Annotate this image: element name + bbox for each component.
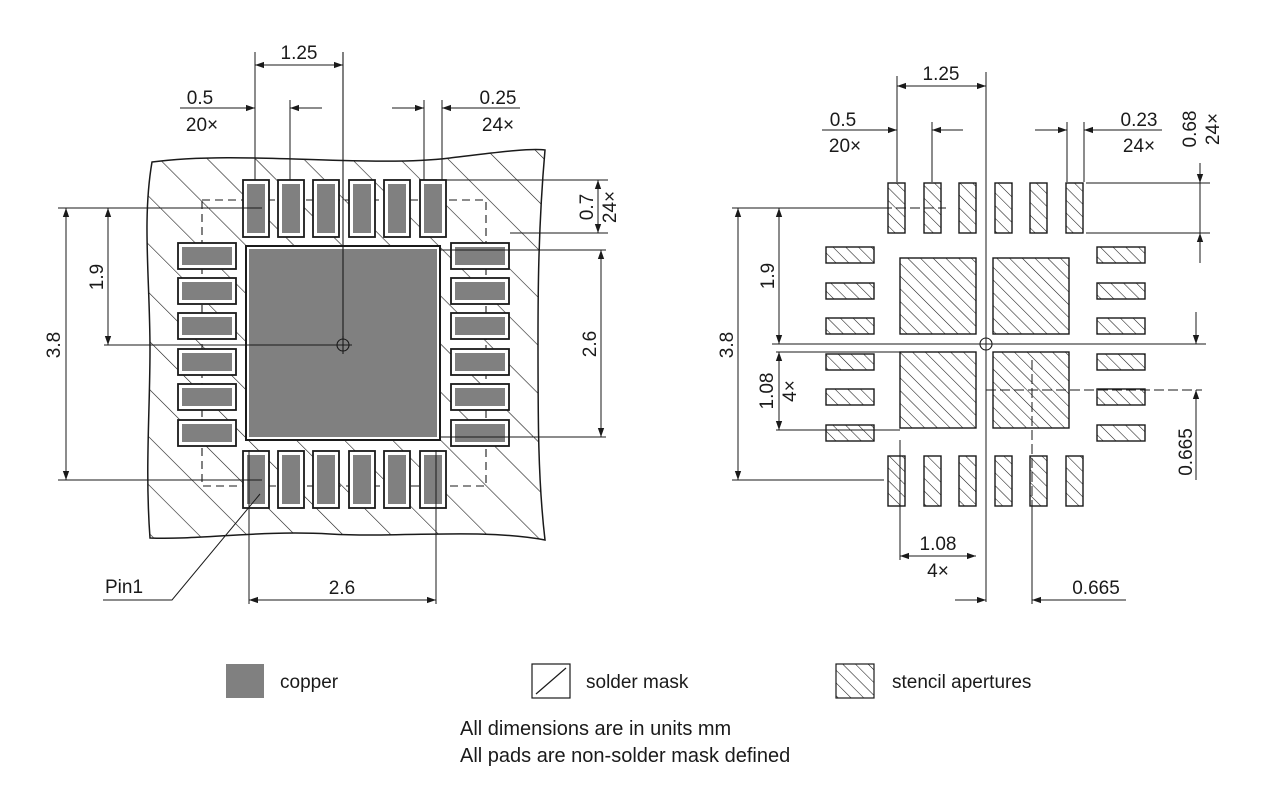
pad-right-3 — [450, 312, 510, 340]
pad-bottom-5 — [383, 450, 411, 509]
dim-right-top-pitch: 1.25 — [923, 64, 960, 85]
aperture-top-3 — [958, 182, 977, 234]
left-view: 1.25 0.5 20× 0.25 24× 0.7 24× 1.9 3.8 — [44, 43, 621, 604]
pad-left-5 — [177, 383, 237, 411]
legend-label-copper: copper — [280, 672, 339, 693]
dim-aperture-width: 0.5 — [830, 110, 856, 131]
legend: copper solder mask stencil apertures — [226, 663, 1031, 699]
aperture-left-6 — [825, 424, 875, 442]
stencil-swatch — [835, 663, 875, 699]
aperture-left-2 — [825, 282, 875, 300]
aperture-center-3 — [899, 351, 977, 429]
dim-pad-length: 0.7 — [577, 194, 598, 220]
pad-right-6 — [450, 419, 510, 447]
dim-aperture-width-count: 20× — [829, 136, 861, 157]
dim-aperture-length-count: 24× — [1203, 113, 1224, 145]
pad-top-2 — [277, 179, 305, 238]
pad-top-5 — [383, 179, 411, 238]
dim-pad-width: 0.5 — [187, 88, 213, 109]
dim-row-pitch: 1.9 — [87, 264, 108, 290]
pad-left-3 — [177, 312, 237, 340]
pad-top-6 — [419, 179, 447, 238]
pad-right-1 — [450, 242, 510, 270]
aperture-bottom-4 — [994, 455, 1013, 507]
aperture-bottom-2 — [923, 455, 942, 507]
aperture-left-3 — [825, 317, 875, 335]
aperture-top-4 — [994, 182, 1013, 234]
aperture-right-2 — [1096, 282, 1146, 300]
legend-label-solder-mask: solder mask — [586, 672, 689, 693]
pin1-leader — [103, 493, 261, 601]
aperture-right-5 — [1096, 388, 1146, 406]
aperture-right-1 — [1096, 246, 1146, 264]
pad-left-2 — [177, 277, 237, 305]
aperture-center-2 — [992, 257, 1070, 335]
pad-top-3 — [312, 179, 340, 238]
dim-body-height: 3.8 — [44, 332, 65, 358]
center-mark-right — [979, 337, 993, 351]
copper-swatch — [226, 664, 264, 698]
pad-bottom-6 — [419, 450, 447, 509]
dim-pad-width-count: 20× — [186, 115, 218, 136]
aperture-bottom-5 — [1029, 455, 1048, 507]
pad-left-6 — [177, 419, 237, 447]
aperture-left-1 — [825, 246, 875, 264]
dim-offset-right: 0.665 — [1176, 428, 1197, 476]
dim-aperture-length: 0.68 — [1180, 111, 1201, 148]
dim-center-aperture: 1.08 — [757, 373, 778, 410]
aperture-top-6 — [1065, 182, 1084, 234]
aperture-right-4 — [1096, 353, 1146, 371]
left-pads — [177, 179, 510, 509]
dim-aperture-gap: 0.23 — [1121, 110, 1158, 131]
legend-label-stencil: stencil apertures — [892, 672, 1031, 693]
note-nsmd: All pads are non-solder mask defined — [460, 745, 791, 767]
pad-bottom-4 — [348, 450, 376, 509]
dim-right-row-pitch: 1.9 — [758, 263, 779, 289]
aperture-right-3 — [1096, 317, 1146, 335]
aperture-bottom-6 — [1065, 455, 1084, 507]
dim-right-body-height: 3.8 — [717, 332, 738, 358]
dim-center-aperture-count: 4× — [780, 380, 801, 402]
aperture-center-1 — [899, 257, 977, 335]
aperture-top-5 — [1029, 182, 1048, 234]
dim-aperture-gap-count: 24× — [1123, 136, 1155, 157]
dim-offset-bottom: 0.665 — [1072, 578, 1120, 599]
dim-center-aperture-bottom: 1.08 — [920, 534, 957, 555]
right-view: 1.25 0.5 20× 0.23 24× 0.68 24× 1.9 3.8 — [717, 64, 1224, 604]
dim-pad-gap: 0.25 — [480, 88, 517, 109]
pin1-label: Pin1 — [105, 577, 143, 598]
dim-center-pad-width: 2.6 — [329, 578, 355, 599]
pad-left-4 — [177, 348, 237, 376]
aperture-left-4 — [825, 353, 875, 371]
dim-center-pad-height: 2.6 — [580, 331, 601, 357]
pad-left-1 — [177, 242, 237, 270]
note-units: All dimensions are in units mm — [460, 718, 732, 740]
pad-right-5 — [450, 383, 510, 411]
aperture-bottom-1 — [887, 455, 906, 507]
dim-top-pitch: 1.25 — [281, 43, 318, 64]
dim-pad-length-count: 24× — [600, 191, 621, 223]
pad-top-4 — [348, 179, 376, 238]
pad-right-4 — [450, 348, 510, 376]
dim-pad-gap-count: 24× — [482, 115, 514, 136]
aperture-bottom-3 — [958, 455, 977, 507]
pad-right-2 — [450, 277, 510, 305]
pad-bottom-2 — [277, 450, 305, 509]
dim-center-aperture-bottom-count: 4× — [927, 561, 949, 582]
aperture-left-5 — [825, 388, 875, 406]
aperture-right-6 — [1096, 424, 1146, 442]
pad-bottom-3 — [312, 450, 340, 509]
pad-top-1 — [242, 179, 270, 238]
